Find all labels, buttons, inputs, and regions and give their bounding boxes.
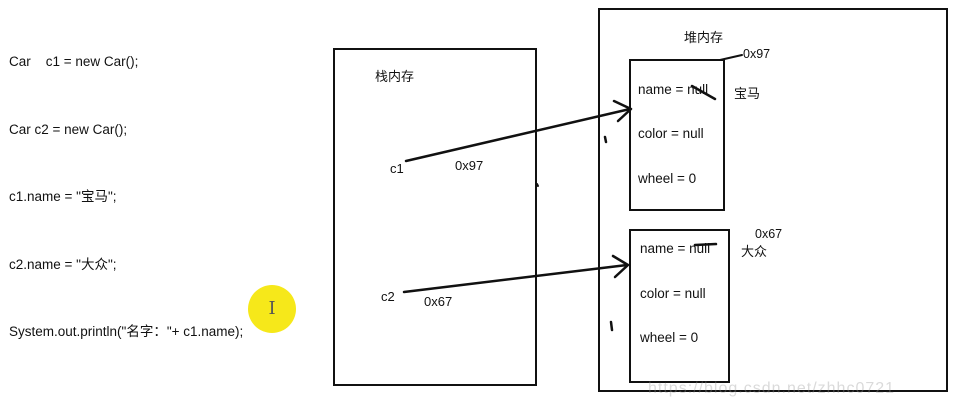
object-1-field-name: name = null <box>638 82 709 97</box>
object-2-address: 0x67 <box>755 227 783 241</box>
code-line: System.out.println("名字："+ c1.name); <box>9 324 244 339</box>
text-cursor-icon: I <box>268 298 276 319</box>
heap-memory-title: 堆内存 <box>684 30 724 45</box>
object-1-new-name: 宝马 <box>734 86 761 101</box>
stack-var-c2: c2 <box>381 289 395 304</box>
heap-object-2 <box>629 229 730 383</box>
code-listing: Car c1 = new Car(); Car c2 = new Car(); … <box>9 6 243 366</box>
stack-addr-c2: 0x67 <box>424 294 453 309</box>
stack-addr-c1: 0x97 <box>455 158 484 173</box>
object-2-field-color: color = null <box>640 286 706 301</box>
code-line: Car c1 = new Car(); <box>9 54 139 69</box>
object-2-field-wheel: wheel = 0 <box>640 330 699 345</box>
cursor-highlight <box>248 285 296 333</box>
stack-memory-title: 栈内存 <box>375 69 415 84</box>
code-line: c1.name = "宝马"; <box>9 189 117 204</box>
object-2-new-name: 大众 <box>741 244 768 259</box>
pen-mark <box>536 183 539 187</box>
watermark: https://blog.csdn.net/zhhc0721 <box>648 380 896 397</box>
object-1-address: 0x97 <box>743 47 771 61</box>
code-line: c2.name = "大众"; <box>9 256 117 272</box>
object-1-field-wheel: wheel = 0 <box>638 171 697 186</box>
stack-var-c1: c1 <box>390 161 404 176</box>
code-line: Car c2 = new Car(); <box>9 121 128 137</box>
object-1-field-color: color = null <box>638 126 704 141</box>
heap-memory-box <box>598 8 948 392</box>
stack-memory-box <box>333 48 537 386</box>
object-2-field-name: name = null <box>640 241 711 256</box>
